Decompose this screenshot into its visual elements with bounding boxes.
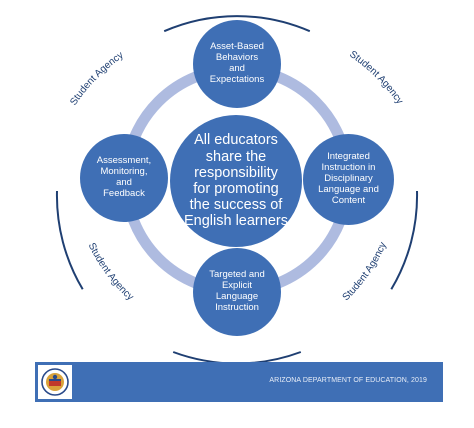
node-right-text: Integrated Instruction in Disciplinary L… xyxy=(318,151,379,206)
arizona-department-of-education-seal-icon xyxy=(38,365,72,399)
center-node-text: All educators share the responsibility f… xyxy=(184,132,288,230)
student-agency-label-bottom-left: Student Agency xyxy=(86,241,136,303)
node-top-text: Asset-Based Behaviors and Expectations xyxy=(209,41,265,85)
footer-text: ARIZONA DEPARTMENT OF EDUCATION, 2019 xyxy=(269,377,427,384)
node-left-text: Assessment, Monitoring, and Feedback xyxy=(96,155,152,199)
node-bottom: Targeted and Explicit Language Instructi… xyxy=(193,248,281,336)
student-agency-label-top-left: Student Agency xyxy=(68,50,125,108)
footer-banner: ARIZONA DEPARTMENT OF EDUCATION, 2019 xyxy=(35,362,443,402)
node-top: Asset-Based Behaviors and Expectations xyxy=(193,20,281,108)
node-right: Integrated Instruction in Disciplinary L… xyxy=(303,134,394,225)
node-bottom-text: Targeted and Explicit Language Instructi… xyxy=(209,269,265,313)
outer-ring-arc-left xyxy=(55,190,84,290)
center-node: All educators share the responsibility f… xyxy=(170,115,302,247)
outer-ring-arc-top xyxy=(163,15,311,33)
student-agency-label-bottom-right: Student Agency xyxy=(341,241,389,304)
student-agency-label-top-right: Student Agency xyxy=(347,49,405,106)
node-left: Assessment, Monitoring, and Feedback xyxy=(80,134,168,222)
outer-ring-arc-right xyxy=(390,190,419,290)
